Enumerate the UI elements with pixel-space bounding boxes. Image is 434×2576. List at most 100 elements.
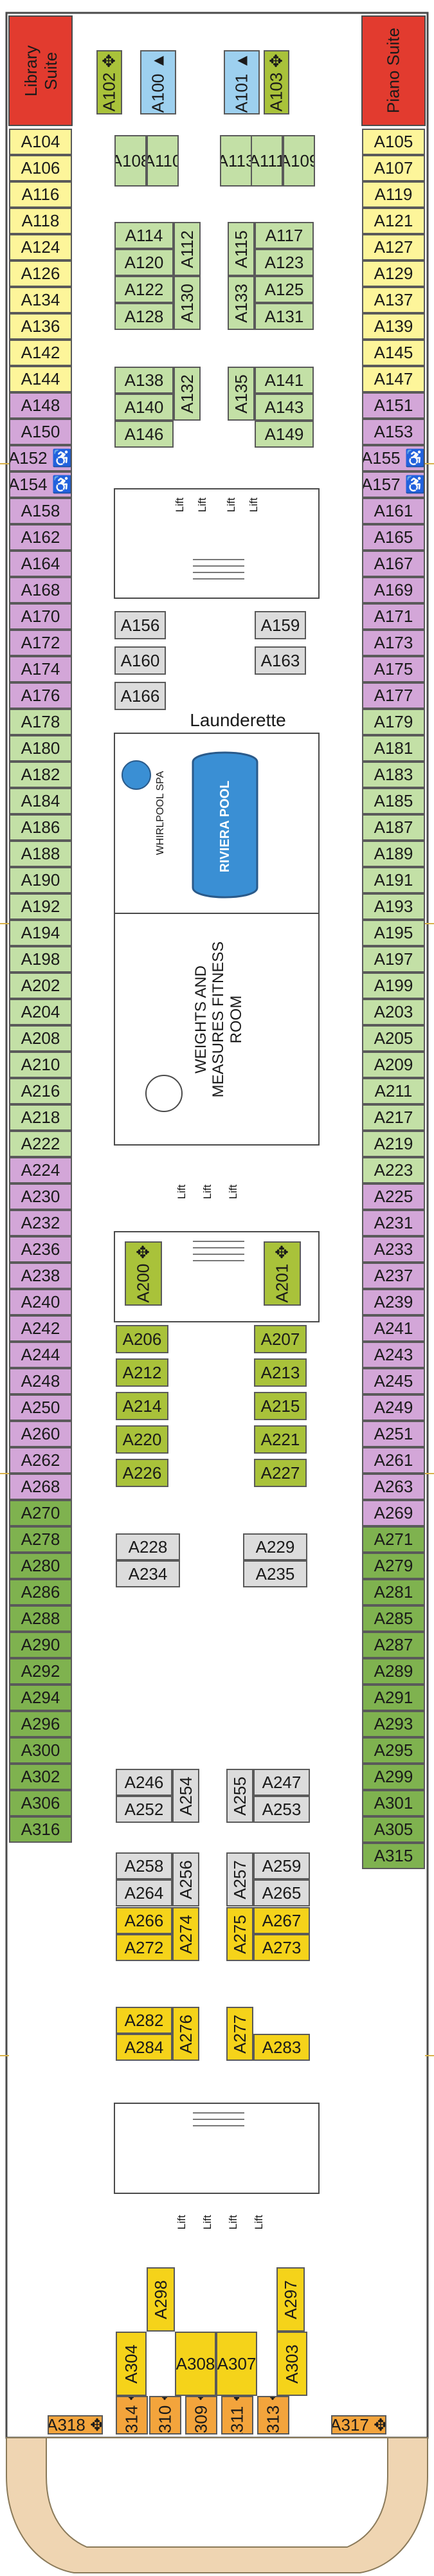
cabin-a178[interactable]: A178 [9, 709, 72, 735]
cabin-a279[interactable]: A279 [362, 1553, 425, 1579]
cabin-a295[interactable]: A295 [362, 1737, 425, 1764]
cabin-a155[interactable]: A155 ♿ [362, 445, 425, 471]
cabin-a107[interactable]: A107 [362, 155, 425, 181]
cabin-a286[interactable]: A286 [9, 1579, 72, 1605]
cabin-a122[interactable]: A122 [114, 276, 174, 303]
cabin-a228[interactable]: A228 [116, 1533, 180, 1560]
cabin-a229[interactable]: A229 [243, 1533, 307, 1560]
cabin-a124[interactable]: A124 [9, 234, 72, 260]
lift-label[interactable]: Lift [196, 497, 208, 513]
cabin-a114[interactable]: A114 [114, 222, 174, 249]
cabin-a100[interactable]: A100 ▲ [140, 50, 176, 114]
cabin-a219[interactable]: A219 [362, 1131, 425, 1157]
cabin-a254[interactable]: A254 [172, 1769, 199, 1823]
cabin-a129[interactable]: A129 [362, 260, 425, 287]
cabin-a199[interactable]: A199 [362, 973, 425, 999]
cabin-a177[interactable]: A177 [362, 682, 425, 709]
cabin-a238[interactable]: A238 [9, 1263, 72, 1289]
cabin-a258[interactable]: A258 [116, 1852, 172, 1879]
cabin-a308[interactable]: A308 [175, 2332, 216, 2396]
cabin-a175[interactable]: A175 [362, 656, 425, 682]
cabin-a190[interactable]: A190 [9, 867, 72, 893]
cabin-a260[interactable]: A260 [9, 1421, 72, 1447]
cabin-a207[interactable]: A207 [254, 1325, 307, 1353]
cabin-a150[interactable]: A150 [9, 419, 72, 445]
cabin-a151[interactable]: A151 [362, 392, 425, 419]
cabin-a180[interactable]: A180 [9, 735, 72, 762]
cabin-a263[interactable]: A263 [362, 1474, 425, 1500]
cabin-a209[interactable]: A209 [362, 1052, 425, 1078]
cabin-a255[interactable]: A255 [226, 1769, 253, 1823]
cabin-a192[interactable]: A192 [9, 893, 72, 920]
cabin-a157[interactable]: A157 ♿ [362, 471, 425, 498]
cabin-a239[interactable]: A239 [362, 1289, 425, 1315]
cabin-a205[interactable]: A205 [362, 1025, 425, 1052]
cabin-a234[interactable]: A234 [116, 1560, 180, 1587]
cabin-a230[interactable]: A230 [9, 1183, 72, 1210]
cabin-a224[interactable]: A224 [9, 1157, 72, 1183]
lift-label[interactable]: Lift [227, 1184, 239, 1200]
cabin-a140[interactable]: A140 [114, 394, 174, 421]
cabin-a315[interactable]: A315 [362, 1843, 425, 1869]
cabin-a288[interactable]: A288 [9, 1605, 72, 1632]
cabin-a233[interactable]: A233 [362, 1236, 425, 1263]
cabin-a134[interactable]: A134 [9, 287, 72, 313]
cabin-a119[interactable]: A119 [362, 181, 425, 208]
cabin-a135[interactable]: A135 [228, 367, 255, 421]
cabin-a283[interactable]: A283 [253, 2034, 310, 2061]
cabin-a123[interactable]: A123 [255, 249, 314, 276]
whirlpool-spa[interactable] [122, 760, 151, 790]
cabin-a152[interactable]: A152 ♿ [9, 445, 72, 471]
cabin-a174[interactable]: A174 [9, 656, 72, 682]
cabin-a313[interactable]: A313 ✥ [257, 2396, 289, 2434]
cabin-a110[interactable]: A110 [147, 135, 179, 187]
cabin-a176[interactable]: A176 [9, 682, 72, 709]
cabin-a317[interactable]: A317 ✥ [331, 2415, 386, 2434]
cabin-a297[interactable]: A297 [276, 2267, 305, 2332]
cabin-a170[interactable]: A170 [9, 603, 72, 630]
cabin-a236[interactable]: A236 [9, 1236, 72, 1263]
cabin-a184[interactable]: A184 [9, 788, 72, 814]
cabin-a262[interactable]: A262 [9, 1447, 72, 1474]
cabin-a186[interactable]: A186 [9, 814, 72, 841]
cabin-a267[interactable]: A267 [253, 1907, 310, 1934]
cabin-a169[interactable]: A169 [362, 577, 425, 603]
cabin-a109[interactable]: A109 [283, 135, 315, 187]
cabin-a143[interactable]: A143 [255, 394, 314, 421]
cabin-a299[interactable]: A299 [362, 1764, 425, 1790]
cabin-a311[interactable]: A311 ✥ [221, 2396, 253, 2434]
cabin-a212[interactable]: A212 [116, 1358, 168, 1387]
cabin-a247[interactable]: A247 [253, 1769, 310, 1796]
cabin-a300[interactable]: A300 [9, 1737, 72, 1764]
cabin-a294[interactable]: A294 [9, 1685, 72, 1711]
cabin-a306[interactable]: A306 [9, 1790, 72, 1816]
lift-label[interactable]: Lift [248, 497, 260, 513]
cabin-a296[interactable]: A296 [9, 1711, 72, 1737]
cabin-a137[interactable]: A137 [362, 287, 425, 313]
cabin-a280[interactable]: A280 [9, 1553, 72, 1579]
cabin-a202[interactable]: A202 [9, 973, 72, 999]
cabin-a187[interactable]: A187 [362, 814, 425, 841]
cabin-a120[interactable]: A120 [114, 249, 174, 276]
cabin-a259[interactable]: A259 [253, 1852, 310, 1879]
cabin-a274[interactable]: A274 [172, 1907, 199, 1961]
cabin-a309[interactable]: A309 ✥ [185, 2396, 217, 2434]
cabin-a303[interactable]: A303 [276, 2332, 307, 2396]
cabin-a232[interactable]: A232 [9, 1210, 72, 1236]
cabin-a118[interactable]: A118 [9, 208, 72, 234]
cabin-a208[interactable]: A208 [9, 1025, 72, 1052]
cabin-a149[interactable]: A149 [255, 421, 314, 448]
cabin-a269[interactable]: A269 [362, 1500, 425, 1526]
cabin-a105[interactable]: A105 [362, 129, 425, 155]
cabin-a293[interactable]: A293 [362, 1711, 425, 1737]
cabin-a138[interactable]: A138 [114, 367, 174, 394]
cabin-a211[interactable]: A211 [362, 1078, 425, 1104]
cabin-a121[interactable]: A121 [362, 208, 425, 234]
cabin-a282[interactable]: A282 [116, 2007, 172, 2034]
cabin-a194[interactable]: A194 [9, 920, 72, 946]
cabin-a201[interactable]: A201 ✥ [264, 1241, 301, 1306]
cabin-a253[interactable]: A253 [253, 1796, 310, 1823]
cabin-a223[interactable]: A223 [362, 1157, 425, 1183]
cabin-a307[interactable]: A307 [216, 2332, 257, 2396]
cabin-a318[interactable]: A318 ✥ [48, 2415, 103, 2434]
